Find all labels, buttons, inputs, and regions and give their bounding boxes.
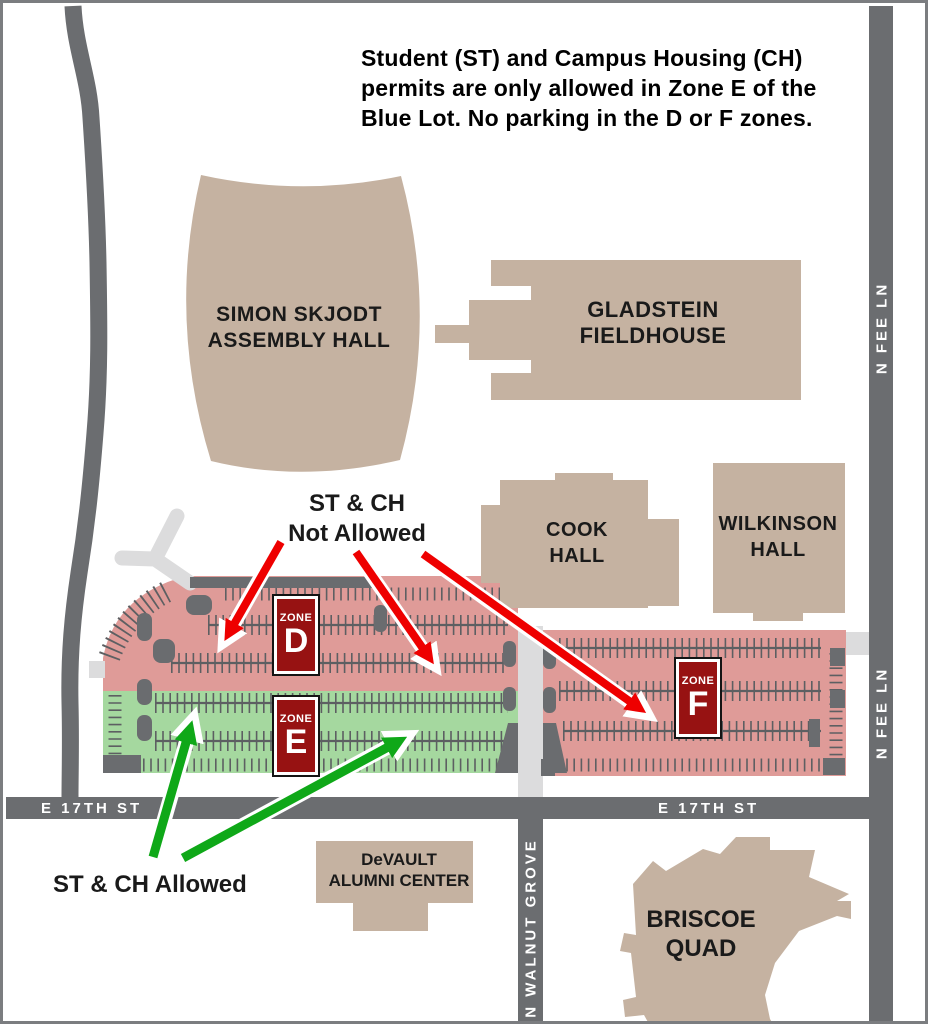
label-assembly-line2: ASSEMBLY HALL [207,329,391,352]
road-curvy-west [61,5,108,798]
label-cook-line2: HALL [549,545,605,567]
label-wilkinson-line2: HALL [750,539,806,561]
label-n-fee-ln-bottom: N FEE LN [873,666,891,760]
zone-d-word: ZONE [279,612,313,625]
label-briscoe-line1: BRISCOE [646,906,756,933]
label-e-17th-west: E 17TH ST [41,800,143,817]
label-gladstein-line1: GLADSTEIN [587,297,719,322]
zone-f-badge: ZONE F [674,657,722,739]
label-n-fee-ln-top: N FEE LN [873,281,891,375]
label-wilkinson-line1: WILKINSON [718,513,838,535]
west-lot-entrance [89,661,105,678]
building-briscoe-quad [620,837,851,1021]
y-driveway [114,508,198,591]
green-arrows-allowed [145,706,420,866]
label-cook-line1: COOK [546,519,608,541]
zone-e-badge: ZONE E [272,695,320,777]
label-devault-line2: ALUMNI CENTER [328,871,470,890]
label-assembly-line1: SIMON SKJODT [216,303,382,326]
building-cook-hall [481,473,679,608]
label-gladstein-line2: FIELDHOUSE [579,323,727,348]
note-line-1: Student (ST) and Campus Housing (CH) [361,45,803,71]
building-connector [435,325,471,343]
building-wilkinson-hall [713,463,845,621]
zone-f-entrance [846,632,870,655]
building-assembly-hall [186,175,420,472]
not-allowed-label-line2: Not Allowed [288,520,426,547]
zone-e-word: ZONE [279,713,313,726]
zone-f-letter: F [687,685,709,724]
note-line-3: Blue Lot. No parking in the D or F zones… [361,105,813,131]
note-line-2: permits are only allowed in Zone E of th… [361,75,817,101]
zone-f-word: ZONE [681,675,715,688]
road-n-fee-ln [869,6,893,1021]
lot-divider-drive [518,626,543,798]
zone-e-letter: E [284,723,308,762]
allowed-label: ST & CH Allowed [53,871,247,898]
building-gladstein-tab [469,300,493,360]
zone-d-letter: D [283,622,309,661]
map-canvas [6,5,893,1021]
building-gladstein [491,260,801,400]
label-n-walnut-grove: N WALNUT GROVE [522,838,540,1018]
red-arrows-not-allowed [217,537,658,722]
label-briscoe-line2: QUAD [665,935,737,962]
label-e-17th-east: E 17TH ST [658,800,760,817]
building-devault [316,841,473,931]
not-allowed-label-line1: ST & CH [309,490,405,517]
road-e-17th-st [6,797,892,819]
road-n-walnut-grove [518,797,543,1021]
zone-d-badge: ZONE D [272,594,320,676]
label-devault-line1: DeVAULT [361,850,437,869]
